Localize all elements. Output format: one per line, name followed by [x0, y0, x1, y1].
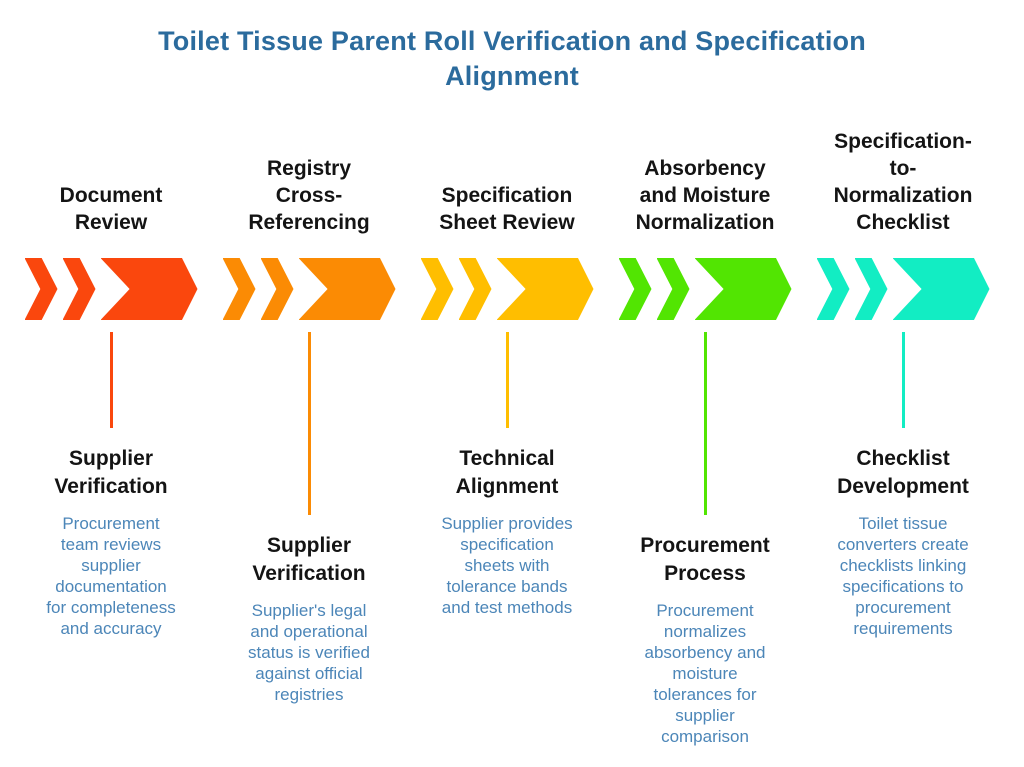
step-description: Procurement team reviews supplier docume…: [46, 514, 176, 638]
chevron-icon: [618, 258, 652, 320]
connector-line: [703, 332, 707, 515]
sub-heading: Supplier Verification: [252, 534, 366, 585]
arrow-group: [24, 258, 198, 320]
step-description: Supplier's legal and operational status …: [248, 601, 370, 704]
step-heading: Specification Sheet Review: [439, 184, 575, 234]
sub-heading: Checklist Development: [837, 447, 969, 498]
step-heading: Absorbency and Moisture Normalization: [635, 157, 775, 234]
sub-heading: Technical Alignment: [455, 447, 559, 498]
connector-line: [505, 332, 509, 428]
steps-row: Document Review Supplier Verification Pr…: [12, 0, 1002, 747]
step-column-absorbency-moisture-normalization: Absorbency and Moisture Normalization Pr…: [606, 0, 804, 747]
step-column-registry-cross-referencing: Registry Cross- Referencing Supplier Ver…: [210, 0, 408, 747]
arrow-group: [420, 258, 594, 320]
step-column-specification-normalization-checklist: Specification- to- Normalization Checkli…: [804, 0, 1002, 747]
sub-heading: Supplier Verification: [54, 447, 168, 498]
chevron-icon: [816, 258, 850, 320]
arrow-group: [222, 258, 396, 320]
arrow-group: [618, 258, 792, 320]
chevron-icon: [458, 258, 492, 320]
step-heading: Document Review: [59, 184, 163, 234]
step-description: Procurement normalizes absorbency and mo…: [644, 601, 766, 746]
chevron-icon: [854, 258, 888, 320]
chevron-icon: [222, 258, 256, 320]
chevron-icon: [260, 258, 294, 320]
sub-heading: Procurement Process: [640, 534, 770, 585]
connector-line: [109, 332, 113, 428]
chevron-icon: [24, 258, 58, 320]
step-heading: Registry Cross- Referencing: [248, 157, 370, 234]
arrow-icon: [298, 258, 396, 320]
step-description: Toilet tissue converters create checklis…: [837, 514, 969, 638]
arrow-group: [816, 258, 990, 320]
chevron-icon: [62, 258, 96, 320]
chevron-icon: [656, 258, 690, 320]
arrow-icon: [892, 258, 990, 320]
page-title: Toilet Tissue Parent Roll Verification a…: [158, 26, 866, 91]
arrow-icon: [100, 258, 198, 320]
step-description: Supplier provides specification sheets w…: [441, 514, 573, 617]
arrow-icon: [496, 258, 594, 320]
chevron-icon: [420, 258, 454, 320]
arrow-icon: [694, 258, 792, 320]
step-column-document-review: Document Review Supplier Verification Pr…: [12, 0, 210, 747]
step-column-specification-sheet-review: Specification Sheet Review Technical Ali…: [408, 0, 606, 747]
connector-line: [307, 332, 311, 515]
step-heading: Specification- to- Normalization Checkli…: [833, 130, 973, 234]
connector-line: [901, 332, 905, 428]
